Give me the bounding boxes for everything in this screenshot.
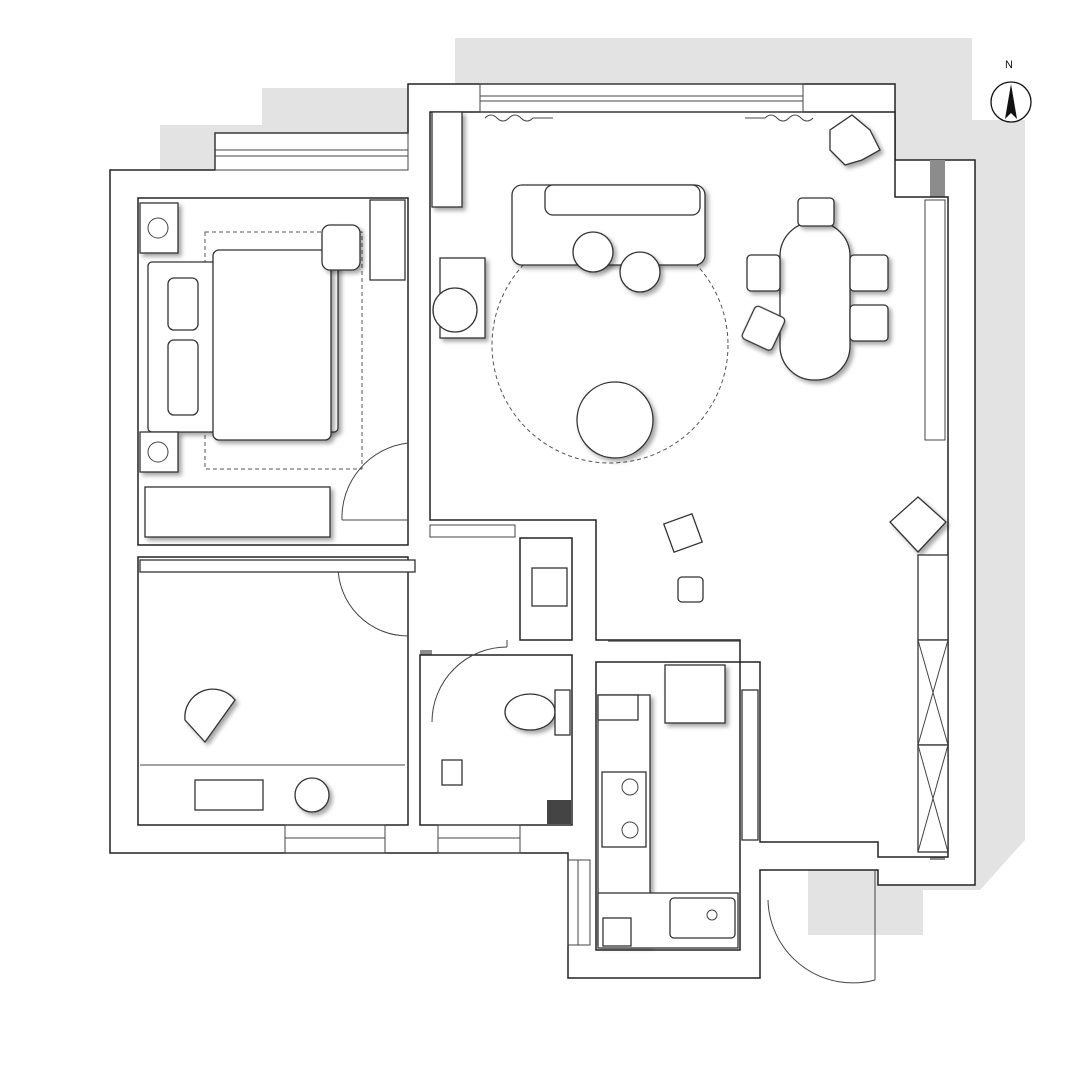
- dining-chair: [849, 304, 889, 342]
- doors: [337, 442, 876, 984]
- plant: [829, 114, 881, 166]
- kitchen-sink: [669, 897, 736, 939]
- burner-icon: [621, 821, 639, 839]
- lamp-icon: [147, 217, 169, 239]
- bedroom-rug: [204, 231, 363, 470]
- pillow: [167, 277, 199, 331]
- floor-drain: [547, 800, 571, 824]
- cooktop: [601, 771, 647, 848]
- dining-table: [779, 221, 851, 381]
- compass-north-label: N: [1005, 59, 1013, 71]
- coffee-table: [619, 251, 661, 293]
- storage-cabinet: [917, 554, 949, 853]
- spice-rack: [597, 694, 639, 721]
- desk-items: [194, 779, 264, 811]
- windows: [214, 83, 946, 946]
- wardrobe: [144, 486, 331, 538]
- kitchen-window-frame: [741, 689, 759, 841]
- curtain-right: [745, 114, 814, 122]
- study-room: [137, 556, 409, 826]
- lamp-icon: [147, 441, 169, 463]
- dresser: [369, 199, 406, 281]
- floor-plant: [294, 777, 330, 813]
- armchair: [576, 381, 654, 459]
- bookshelf: [431, 111, 463, 208]
- oven: [602, 917, 632, 947]
- north-arrow-icon: [990, 81, 1032, 123]
- sofa-back: [544, 184, 701, 216]
- side-chair: [432, 287, 478, 333]
- study-shelf: [139, 559, 416, 573]
- dining-chair: [797, 197, 835, 227]
- shower: [441, 759, 463, 786]
- fridge: [664, 664, 726, 724]
- dining-chair: [849, 254, 889, 292]
- coffee-table: [572, 231, 614, 273]
- bathroom: [419, 654, 573, 826]
- nightstand: [139, 431, 179, 473]
- dining-chair: [746, 254, 781, 292]
- duvet: [212, 249, 332, 441]
- curtain-left: [484, 114, 553, 122]
- burner-icon: [621, 778, 639, 796]
- side-cabinet: [889, 496, 947, 553]
- pet-bed: [662, 512, 704, 554]
- nightstand: [139, 202, 179, 254]
- stool: [677, 576, 704, 603]
- toilet-tank: [554, 689, 571, 736]
- toilet: [504, 693, 556, 731]
- lounge-chair: [184, 688, 236, 744]
- drain-icon: [706, 909, 718, 921]
- ottoman: [321, 224, 361, 271]
- pillow: [167, 339, 199, 416]
- washbasin: [531, 567, 568, 607]
- dining-chair: [741, 305, 786, 351]
